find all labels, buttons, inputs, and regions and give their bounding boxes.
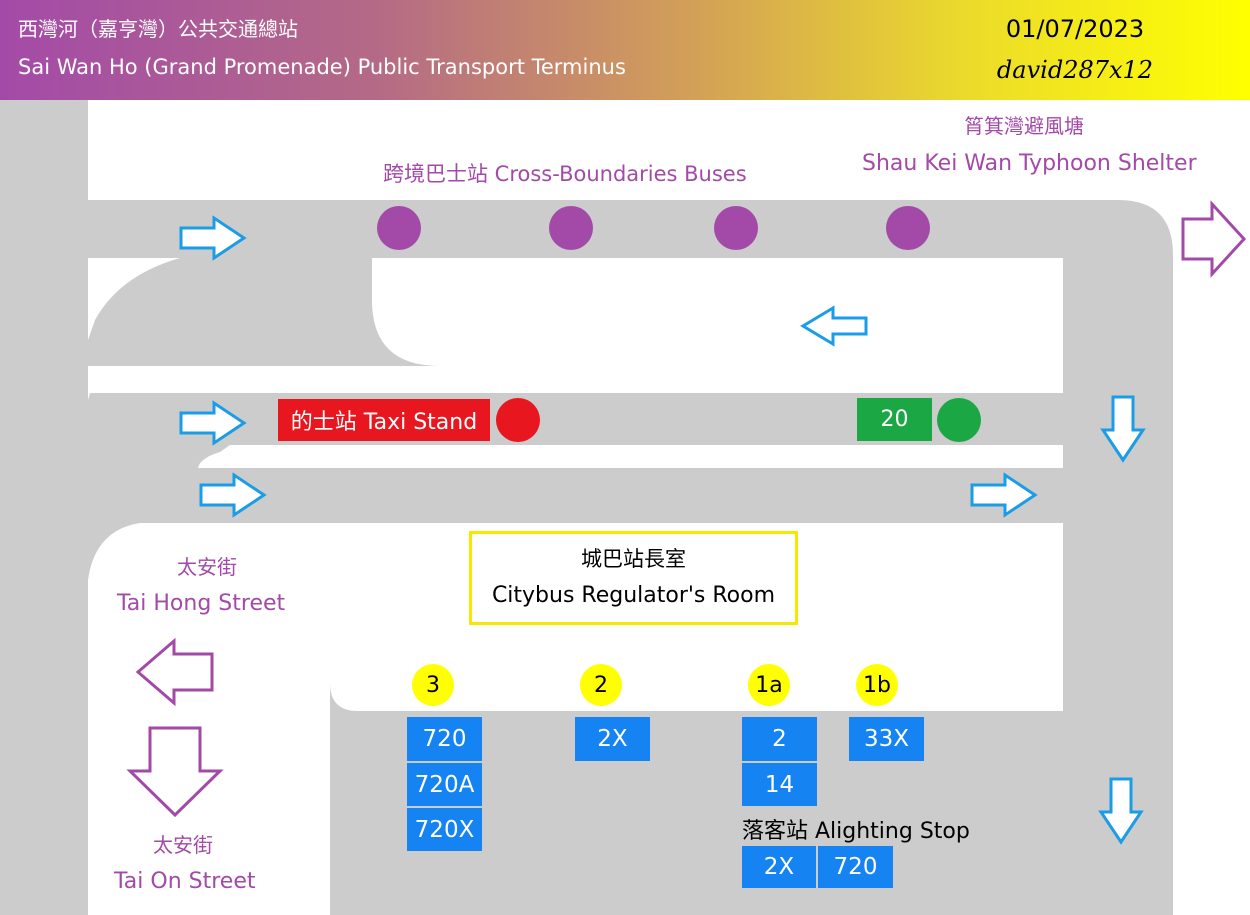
left-road	[0, 100, 88, 915]
stop-marker-icon	[886, 206, 930, 250]
bay-1b-marker: 1b	[856, 664, 898, 706]
island-corner-upper-left	[88, 258, 180, 340]
title-chinese: 西灣河（嘉亨灣）公共交通總站	[18, 17, 298, 41]
route-33X: 33X	[849, 717, 924, 761]
route-2X: 2X	[575, 717, 650, 761]
arrow-left-icon	[800, 305, 868, 347]
stop-marker-icon	[377, 206, 421, 250]
tai-hong-street-en: Tai Hong Street	[117, 591, 286, 616]
route-720X: 720X	[407, 808, 482, 851]
typhoon-shelter-zh: 筲箕灣避風塘	[964, 114, 1084, 138]
route-14: 14	[742, 763, 817, 806]
island-taxi-upper	[88, 366, 1063, 393]
arrow-right-icon	[970, 472, 1038, 518]
tai-on-street-en: Tai On Street	[114, 869, 256, 894]
arrow-right-icon	[179, 400, 247, 446]
arrow-left-icon	[135, 637, 214, 707]
arrow-down-icon	[1098, 777, 1144, 845]
bay-1a-marker: 1a	[748, 664, 790, 706]
minibus-stop-marker-icon	[937, 398, 981, 442]
stop-marker-icon	[714, 206, 758, 250]
arrow-down-icon	[1100, 395, 1146, 463]
minibus-route-20: 20	[857, 398, 932, 441]
taxi-stop-marker-icon	[496, 398, 540, 442]
route-720A: 720A	[407, 763, 482, 806]
island-median	[502, 275, 1063, 291]
regulator-room: 城巴站長室 Citybus Regulator's Room	[469, 531, 798, 625]
arrow-right-icon	[179, 215, 247, 261]
arrows-purple	[126, 200, 1247, 818]
bay-2-marker: 2	[580, 664, 622, 706]
taxi-stand-label: 的士站 Taxi Stand	[278, 399, 490, 441]
island-bottom-left	[88, 523, 330, 915]
alighting-route-720: 720	[818, 846, 893, 888]
route-2: 2	[742, 717, 817, 761]
bay-3-marker: 3	[412, 664, 454, 706]
cross-boundary-stops	[377, 206, 930, 250]
regulator-zh: 城巴站長室	[581, 547, 686, 571]
arrows-blue	[179, 215, 1146, 845]
header-banner: 西灣河（嘉亨灣）公共交通總站 Sai Wan Ho (Grand Promena…	[0, 0, 1250, 100]
regulator-en: Citybus Regulator's Room	[491, 583, 776, 608]
date-label: 01/07/2023	[1005, 15, 1145, 43]
alighting-route-2X: 2X	[742, 846, 816, 888]
top-road	[88, 200, 1173, 915]
arrow-right-icon	[1181, 200, 1247, 278]
title-english: Sai Wan Ho (Grand Promenade) Public Tran…	[18, 55, 626, 79]
tai-hong-street-zh: 太安街	[177, 555, 237, 579]
tai-on-street-zh: 太安街	[153, 833, 213, 857]
arrow-down-icon	[126, 726, 224, 818]
island-taxi-lower	[198, 445, 1063, 468]
upper-road	[88, 258, 1063, 393]
author-label: david287x12	[996, 56, 1154, 84]
stop-marker-icon	[549, 206, 593, 250]
alighting-stop-label: 落客站 Alighting Stop	[742, 819, 970, 844]
typhoon-shelter-en: Shau Kei Wan Typhoon Shelter	[862, 151, 1197, 176]
arrow-right-icon	[199, 472, 267, 518]
roads	[0, 100, 1173, 915]
cross-boundary-label: 跨境巴士站 Cross-Boundaries Buses	[383, 162, 747, 186]
lower-road	[88, 445, 1063, 915]
route-720: 720	[407, 717, 482, 761]
